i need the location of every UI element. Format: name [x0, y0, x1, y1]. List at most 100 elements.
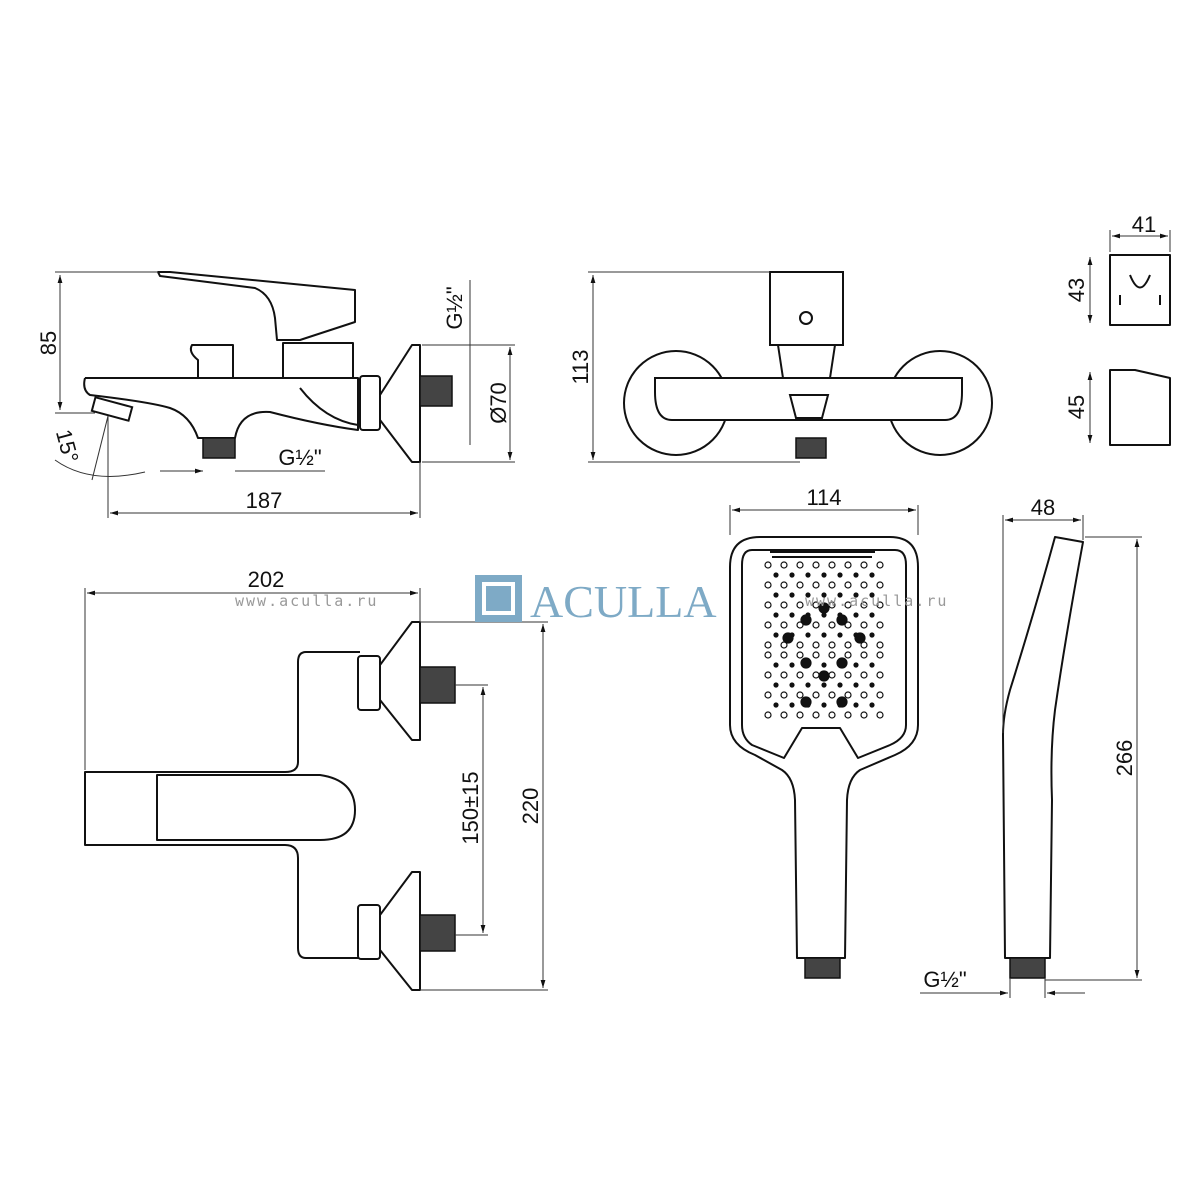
nozzle — [805, 592, 811, 598]
nozzle — [764, 691, 772, 699]
nozzle — [780, 601, 788, 609]
spray-nozzles — [764, 561, 884, 719]
dim-diameter-70: Ø70 — [486, 382, 511, 424]
nozzle — [844, 561, 852, 569]
outlet-thread — [202, 437, 236, 459]
nozzle — [821, 632, 827, 638]
aerator-front — [788, 394, 830, 419]
nozzle — [782, 632, 794, 644]
dim-length-187: 187 — [246, 488, 283, 513]
nozzle — [844, 601, 852, 609]
nozzle — [844, 621, 852, 629]
nozzle — [821, 662, 827, 668]
mixer-side-view: 85 15° 187 G½" G½" Ø70 — [36, 271, 515, 518]
nozzle — [836, 696, 848, 708]
nozzle — [780, 561, 788, 569]
dim-height-113: 113 — [568, 349, 593, 384]
nozzle — [837, 632, 843, 638]
nozzle — [773, 632, 779, 638]
nozzle — [796, 691, 804, 699]
nozzle — [828, 601, 836, 609]
nozzle — [764, 651, 772, 659]
outlet-thread-front — [795, 437, 827, 459]
nozzle — [828, 711, 836, 719]
nozzle — [780, 691, 788, 699]
nozzle — [812, 651, 820, 659]
nozzle — [876, 621, 884, 629]
nozzle — [780, 641, 788, 649]
nozzle — [860, 691, 868, 699]
shower-thread — [804, 957, 841, 979]
nozzle — [780, 621, 788, 629]
nozzle — [869, 592, 875, 598]
nozzle — [869, 682, 875, 688]
body-top — [84, 651, 360, 959]
nozzle — [805, 632, 811, 638]
nozzle — [812, 691, 820, 699]
nozzle — [876, 671, 884, 679]
dim-holder-45: 45 — [1064, 395, 1089, 419]
nozzle — [860, 561, 868, 569]
nozzle — [821, 702, 827, 708]
nozzle — [837, 572, 843, 578]
dim-angle-15: 15° — [51, 427, 84, 466]
nozzle — [837, 682, 843, 688]
nozzle — [764, 671, 772, 679]
nozzle — [773, 662, 779, 668]
dim-width-220: 220 — [518, 788, 543, 825]
nozzle — [828, 561, 836, 569]
nozzle — [764, 711, 772, 719]
connector-nut — [359, 375, 381, 431]
mixer-top-view: 202 220 150±15 — [84, 567, 548, 991]
nozzle — [796, 711, 804, 719]
nozzle — [844, 711, 852, 719]
nozzle — [800, 696, 812, 708]
nozzle — [869, 662, 875, 668]
nozzle — [812, 671, 820, 679]
nozzle — [876, 601, 884, 609]
cartridge-front — [776, 344, 837, 379]
nozzle — [869, 702, 875, 708]
nozzle — [812, 641, 820, 649]
nozzle — [773, 682, 779, 688]
nozzle — [837, 592, 843, 598]
nozzle — [796, 641, 804, 649]
dim-inlet-thread: G½" — [442, 286, 467, 329]
nozzle — [764, 641, 772, 649]
nozzle — [789, 682, 795, 688]
nozzle — [789, 572, 795, 578]
nozzle — [773, 702, 779, 708]
spout-body — [83, 377, 359, 439]
nozzle — [876, 641, 884, 649]
nozzle — [854, 632, 866, 644]
diverter-knob — [189, 344, 234, 379]
nozzle — [869, 572, 875, 578]
nozzle — [773, 612, 779, 618]
nozzle — [860, 651, 868, 659]
nozzle — [828, 621, 836, 629]
nozzle — [796, 601, 804, 609]
nozzle — [780, 581, 788, 589]
nozzle — [844, 691, 852, 699]
nozzle — [789, 592, 795, 598]
nozzle — [844, 651, 852, 659]
escutcheon — [379, 344, 421, 463]
nozzle — [853, 572, 859, 578]
nozzle — [789, 702, 795, 708]
watermark-url-right: www.aculla.ru — [805, 592, 948, 610]
nozzle — [828, 671, 836, 679]
dim-holder-43: 43 — [1064, 278, 1089, 302]
hand-shower-side: 48 266 G½" — [920, 495, 1142, 998]
dim-holder-41: 41 — [1132, 212, 1156, 237]
shower-head — [729, 536, 919, 959]
nozzle — [828, 651, 836, 659]
dim-depth-48: 48 — [1031, 495, 1055, 520]
aerator — [90, 396, 134, 422]
nozzle — [818, 670, 830, 682]
logo-text: ACULLA — [530, 576, 717, 627]
dim-shower-thread: G½" — [923, 967, 966, 992]
nozzle — [773, 592, 779, 598]
thread-top — [419, 666, 456, 704]
nozzle — [796, 561, 804, 569]
